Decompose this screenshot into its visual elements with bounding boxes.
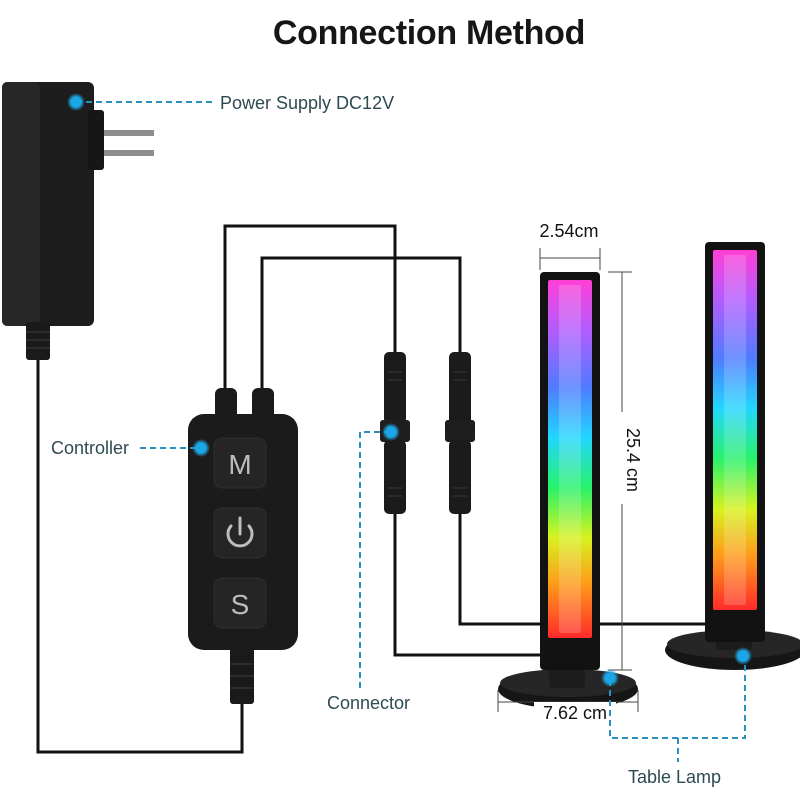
page-title: Connection Method <box>272 14 586 52</box>
mode-button <box>213 437 267 489</box>
power-icon <box>226 516 254 548</box>
label-table-lamp: Table Lamp <box>628 767 721 787</box>
callout-dot-controller <box>192 439 210 457</box>
callout-dot-power <box>67 93 85 111</box>
callout-dots <box>67 93 752 687</box>
label-power-supply: Power Supply DC12V <box>220 93 394 113</box>
connector-1 <box>380 352 410 514</box>
power-cable <box>36 355 244 754</box>
dim-base: 7.62 cm <box>543 703 607 723</box>
table-lamp-left <box>498 272 638 709</box>
dim-height-bg <box>612 412 634 504</box>
dim-width-bg <box>536 221 606 243</box>
controller-device: M S <box>188 388 298 704</box>
label-connector: Connector <box>327 693 410 713</box>
callout-dot-lamp-left <box>601 669 619 687</box>
dim-height: 25.4 cm <box>623 428 643 492</box>
cable-left-lamp <box>223 224 545 657</box>
power-supply <box>2 82 154 360</box>
dim-base-bg <box>534 702 616 724</box>
cables <box>36 224 708 754</box>
cable-right-lamp <box>260 256 708 626</box>
callout-dot-lamp-right <box>734 647 752 665</box>
connector-2 <box>445 352 475 514</box>
label-controller: Controller <box>51 438 129 458</box>
speed-button <box>213 577 267 629</box>
mode-button-label: M <box>228 449 251 480</box>
callout-dot-connector <box>382 423 400 441</box>
callout-lines <box>76 101 746 762</box>
dim-width: 2.54cm <box>539 221 598 241</box>
table-lamp-right <box>665 242 800 670</box>
speed-button-label: S <box>231 589 250 620</box>
